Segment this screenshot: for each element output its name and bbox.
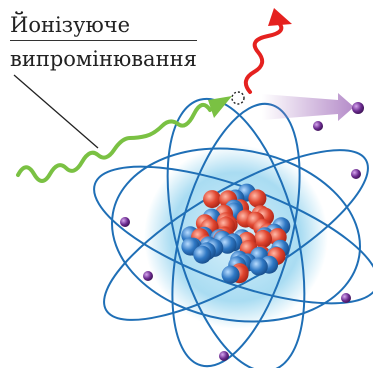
ejected-electron (352, 102, 364, 114)
proton (203, 190, 221, 208)
electron (341, 293, 351, 303)
neutron (250, 258, 268, 276)
proton (248, 189, 266, 207)
neutron (222, 266, 240, 284)
electron (351, 169, 361, 179)
neutron (193, 246, 211, 264)
ejected-electron-trail (262, 93, 354, 121)
vacated-electron-position (232, 92, 244, 104)
electron (120, 217, 130, 227)
electron (143, 271, 153, 281)
electron (313, 121, 323, 131)
outgoing-radiation-arrowhead (268, 8, 292, 26)
leader-line (14, 75, 98, 148)
electron (219, 351, 229, 361)
outgoing-radiation-wave (246, 22, 282, 92)
